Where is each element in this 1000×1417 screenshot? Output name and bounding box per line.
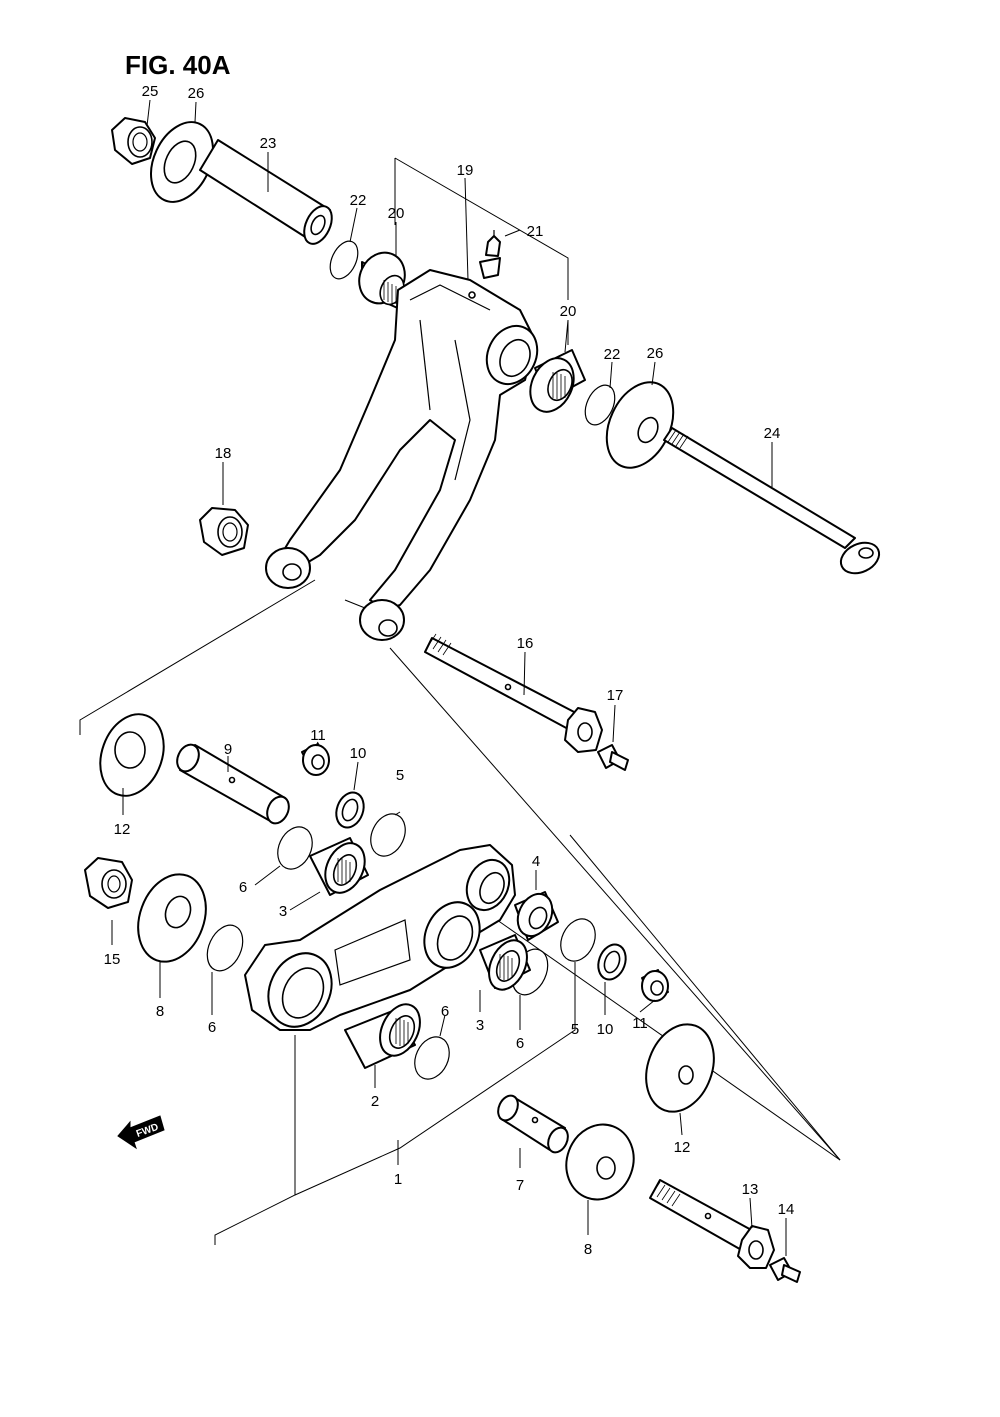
label-18: 18 — [215, 445, 232, 462]
part-10-washer-lower — [597, 943, 627, 981]
label-16: 16 — [517, 635, 534, 652]
label-20-top: 20 — [388, 205, 405, 222]
label-4: 4 — [532, 853, 540, 870]
label-9: 9 — [224, 741, 232, 758]
part-13-bolt — [649, 1179, 775, 1269]
label-23: 23 — [260, 135, 277, 152]
label-6-left: 6 — [208, 1019, 216, 1036]
part-24-long-bolt — [663, 427, 881, 575]
label-26-right: 26 — [647, 345, 664, 362]
label-22-top: 22 — [350, 192, 367, 209]
part-8-washer-right — [565, 1123, 635, 1201]
part-3-bearing-lower — [479, 934, 531, 991]
label-13: 13 — [742, 1181, 759, 1198]
label-26-top: 26 — [188, 85, 205, 102]
part-4-collar — [514, 891, 559, 941]
label-20-right: 20 — [560, 303, 577, 320]
label-6-right: 6 — [516, 1035, 524, 1052]
part-6-circlip-d — [414, 1036, 450, 1080]
label-24: 24 — [764, 425, 781, 442]
part-18-nut — [199, 507, 249, 556]
label-8-right: 8 — [584, 1241, 592, 1258]
part-8-washer-left — [137, 873, 207, 963]
part-20-bearing-b — [529, 349, 586, 413]
label-8-left: 8 — [156, 1003, 164, 1020]
part-19-cushion-lever — [265, 269, 539, 641]
forward-arrow-icon — [117, 1115, 165, 1150]
label-3-lower: 3 — [476, 1017, 484, 1034]
part-3-bearing-upper — [309, 837, 369, 896]
label-19: 19 — [457, 162, 474, 179]
assembly-bracket-lines — [79, 157, 841, 1245]
label-17: 17 — [607, 687, 624, 704]
label-10-lower: 10 — [597, 1021, 614, 1038]
part-6-circlip-a — [277, 826, 313, 870]
label-1: 1 — [394, 1171, 402, 1188]
figure-title: FIG. 40A — [125, 50, 231, 80]
part-9-pin — [176, 743, 290, 825]
label-12-left: 12 — [114, 821, 131, 838]
part-15-nut — [84, 857, 133, 909]
label-22-right: 22 — [604, 346, 621, 363]
part-number-labels: 25 26 23 22 20 19 21 20 22 26 24 18 16 1… — [104, 83, 795, 1258]
part-7-pin — [497, 1094, 569, 1154]
label-7: 7 — [516, 1177, 524, 1194]
part-21-grease-nipple — [479, 230, 501, 279]
part-6-circlip-b — [206, 924, 244, 972]
label-3-upper: 3 — [279, 903, 287, 920]
label-6-upper: 6 — [239, 879, 247, 896]
label-6-mid: 6 — [441, 1003, 449, 1020]
part-26-washer-right — [605, 381, 675, 469]
part-1-cushion-rod — [244, 844, 516, 1031]
part-22-circlip-a — [329, 240, 359, 280]
label-25: 25 — [142, 83, 159, 100]
label-11-upper: 11 — [310, 727, 326, 744]
label-5-lower: 5 — [571, 1021, 579, 1038]
part-25-nut — [111, 117, 156, 165]
part-23-collar — [199, 139, 333, 245]
label-10-upper: 10 — [350, 745, 367, 762]
part-12-washer-right — [645, 1023, 715, 1113]
label-21: 21 — [527, 223, 544, 240]
part-5-circlip-upper — [370, 813, 406, 857]
leader-lines — [111, 99, 787, 1256]
part-2-bearing — [344, 1003, 421, 1069]
part-17-grease-nipple — [597, 744, 629, 771]
forward-direction-arrow: FWD — [117, 1115, 165, 1150]
part-12-washer-left — [99, 713, 165, 797]
label-15: 15 — [104, 951, 121, 968]
part-20-bearing-a — [358, 251, 406, 311]
part-5-circlip-lower — [560, 918, 596, 962]
part-14-grease-nipple — [769, 1257, 801, 1283]
part-22-circlip-b — [584, 384, 616, 426]
label-14: 14 — [778, 1201, 795, 1218]
part-10-washer-upper — [335, 791, 365, 829]
part-11-collar-upper — [301, 743, 330, 776]
label-12-right: 12 — [674, 1139, 691, 1156]
label-2: 2 — [371, 1093, 379, 1110]
label-11-lower: 11 — [632, 1015, 648, 1032]
part-26-washer-top — [150, 121, 214, 203]
part-11-collar-lower — [641, 969, 669, 1002]
part-16-bolt — [424, 633, 603, 753]
label-5-upper: 5 — [396, 767, 404, 784]
